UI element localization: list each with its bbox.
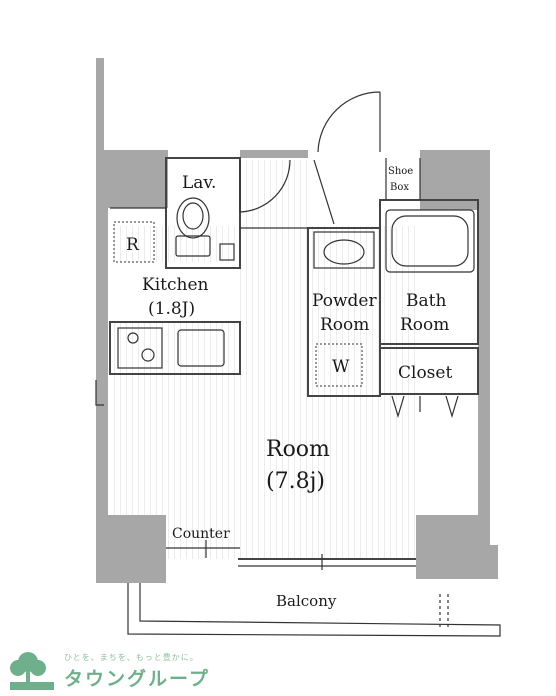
powder-sink-icon: [313, 231, 375, 269]
tree-logo-icon: [10, 652, 54, 690]
kitchen-label: Kitchen: [142, 275, 208, 295]
balcony-label: Balcony: [276, 592, 337, 610]
balcony-window: [238, 554, 416, 570]
shoe-box-label-2: Box: [390, 182, 409, 193]
refrigerator-box: [113, 221, 155, 263]
powder-room-label-2: Room: [320, 315, 369, 335]
bath-room-label-2: Room: [400, 315, 449, 335]
shoe-box-label: Shoe: [388, 166, 413, 177]
kitchen-size-label: (1.8J): [148, 299, 195, 319]
bathtub-icon: [385, 209, 475, 273]
closet-label: Closet: [398, 363, 452, 383]
interior-walls: [110, 157, 479, 397]
washer-label: W: [332, 357, 350, 377]
company-logo: [10, 652, 54, 690]
bath-room-label: Bath: [406, 291, 446, 311]
entrance-door: [317, 91, 381, 153]
hallway-floor: [240, 160, 310, 230]
powder-room-label: Powder: [312, 291, 377, 311]
lav-door: [239, 159, 291, 213]
refrigerator-label: R: [126, 235, 140, 255]
kitchen-floor: [110, 262, 240, 322]
room-label: Room: [266, 437, 330, 462]
company-name: タウングループ: [64, 668, 210, 690]
company-tagline: ひとを、まちを、もっと豊かに。: [64, 653, 199, 662]
exterior-walls: [96, 58, 498, 583]
counter-label: Counter: [172, 526, 230, 542]
kitchen-counter: [109, 321, 241, 375]
closet-doors: [391, 395, 459, 419]
toilet-icon: [175, 197, 211, 257]
lav-label: Lav.: [182, 173, 216, 193]
sink-small-icon: [219, 243, 235, 261]
room-size-label: (7.8j): [266, 469, 325, 494]
balcony-outline: [127, 583, 501, 637]
